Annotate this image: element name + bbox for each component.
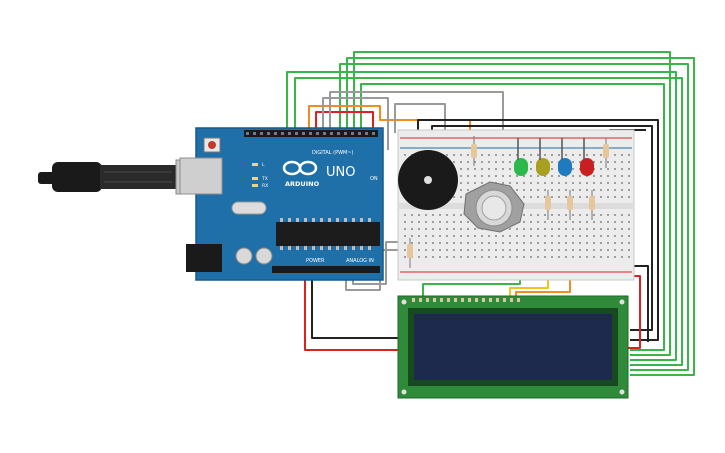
- gas-sensor-icon: [463, 181, 525, 233]
- wires: [286, 51, 695, 376]
- wire-green-2: [294, 77, 683, 366]
- wire-gray-3: [394, 103, 446, 140]
- board-model: UNO: [326, 165, 355, 180]
- wire-green-3: [339, 63, 689, 371]
- resistor: [471, 136, 477, 166]
- arduino-uno-board: ARDUINO UNO DIGITAL (PWM~) ANALOG IN POW…: [179, 127, 384, 281]
- wire-gray-2: [329, 91, 504, 152]
- led-red: [580, 138, 594, 176]
- led-green: [514, 138, 528, 176]
- wire-gray-1: [322, 97, 389, 150]
- lcd-display: [397, 295, 629, 399]
- resistor: [603, 138, 609, 168]
- wire-red-5: [304, 272, 400, 351]
- lcd-pins: [412, 298, 520, 302]
- resistor: [589, 190, 595, 220]
- tx-label: TX: [261, 176, 268, 182]
- rx-label: RX: [262, 183, 268, 189]
- board-brand: ARDUINO: [285, 180, 320, 188]
- wire-orange-1: [308, 105, 471, 140]
- l-label: L: [262, 162, 265, 168]
- led-blue: [558, 138, 572, 176]
- wire-red-1: [315, 111, 374, 133]
- led-yellow: [536, 138, 550, 176]
- wire-black-4: [311, 272, 400, 339]
- microcontroller-chip-icon: [276, 218, 380, 250]
- resistor: [407, 238, 413, 268]
- lcd-screen: [414, 314, 612, 380]
- resistor: [567, 190, 573, 220]
- arduino-logo-icon: [282, 160, 318, 176]
- wire-green-5: [353, 51, 671, 356]
- on-label: ON: [370, 176, 378, 182]
- resistor: [545, 190, 551, 220]
- wire-green-1: [286, 71, 677, 361]
- digital-header-label: DIGITAL (PWM~): [312, 150, 354, 156]
- power-header-label: POWER: [306, 258, 325, 264]
- analog-header-label: ANALOG IN: [346, 258, 374, 264]
- wire-green-6: [360, 83, 665, 351]
- piezo-buzzer-icon: [398, 150, 458, 210]
- resistors: [407, 136, 609, 268]
- wire-green-4: [346, 57, 695, 376]
